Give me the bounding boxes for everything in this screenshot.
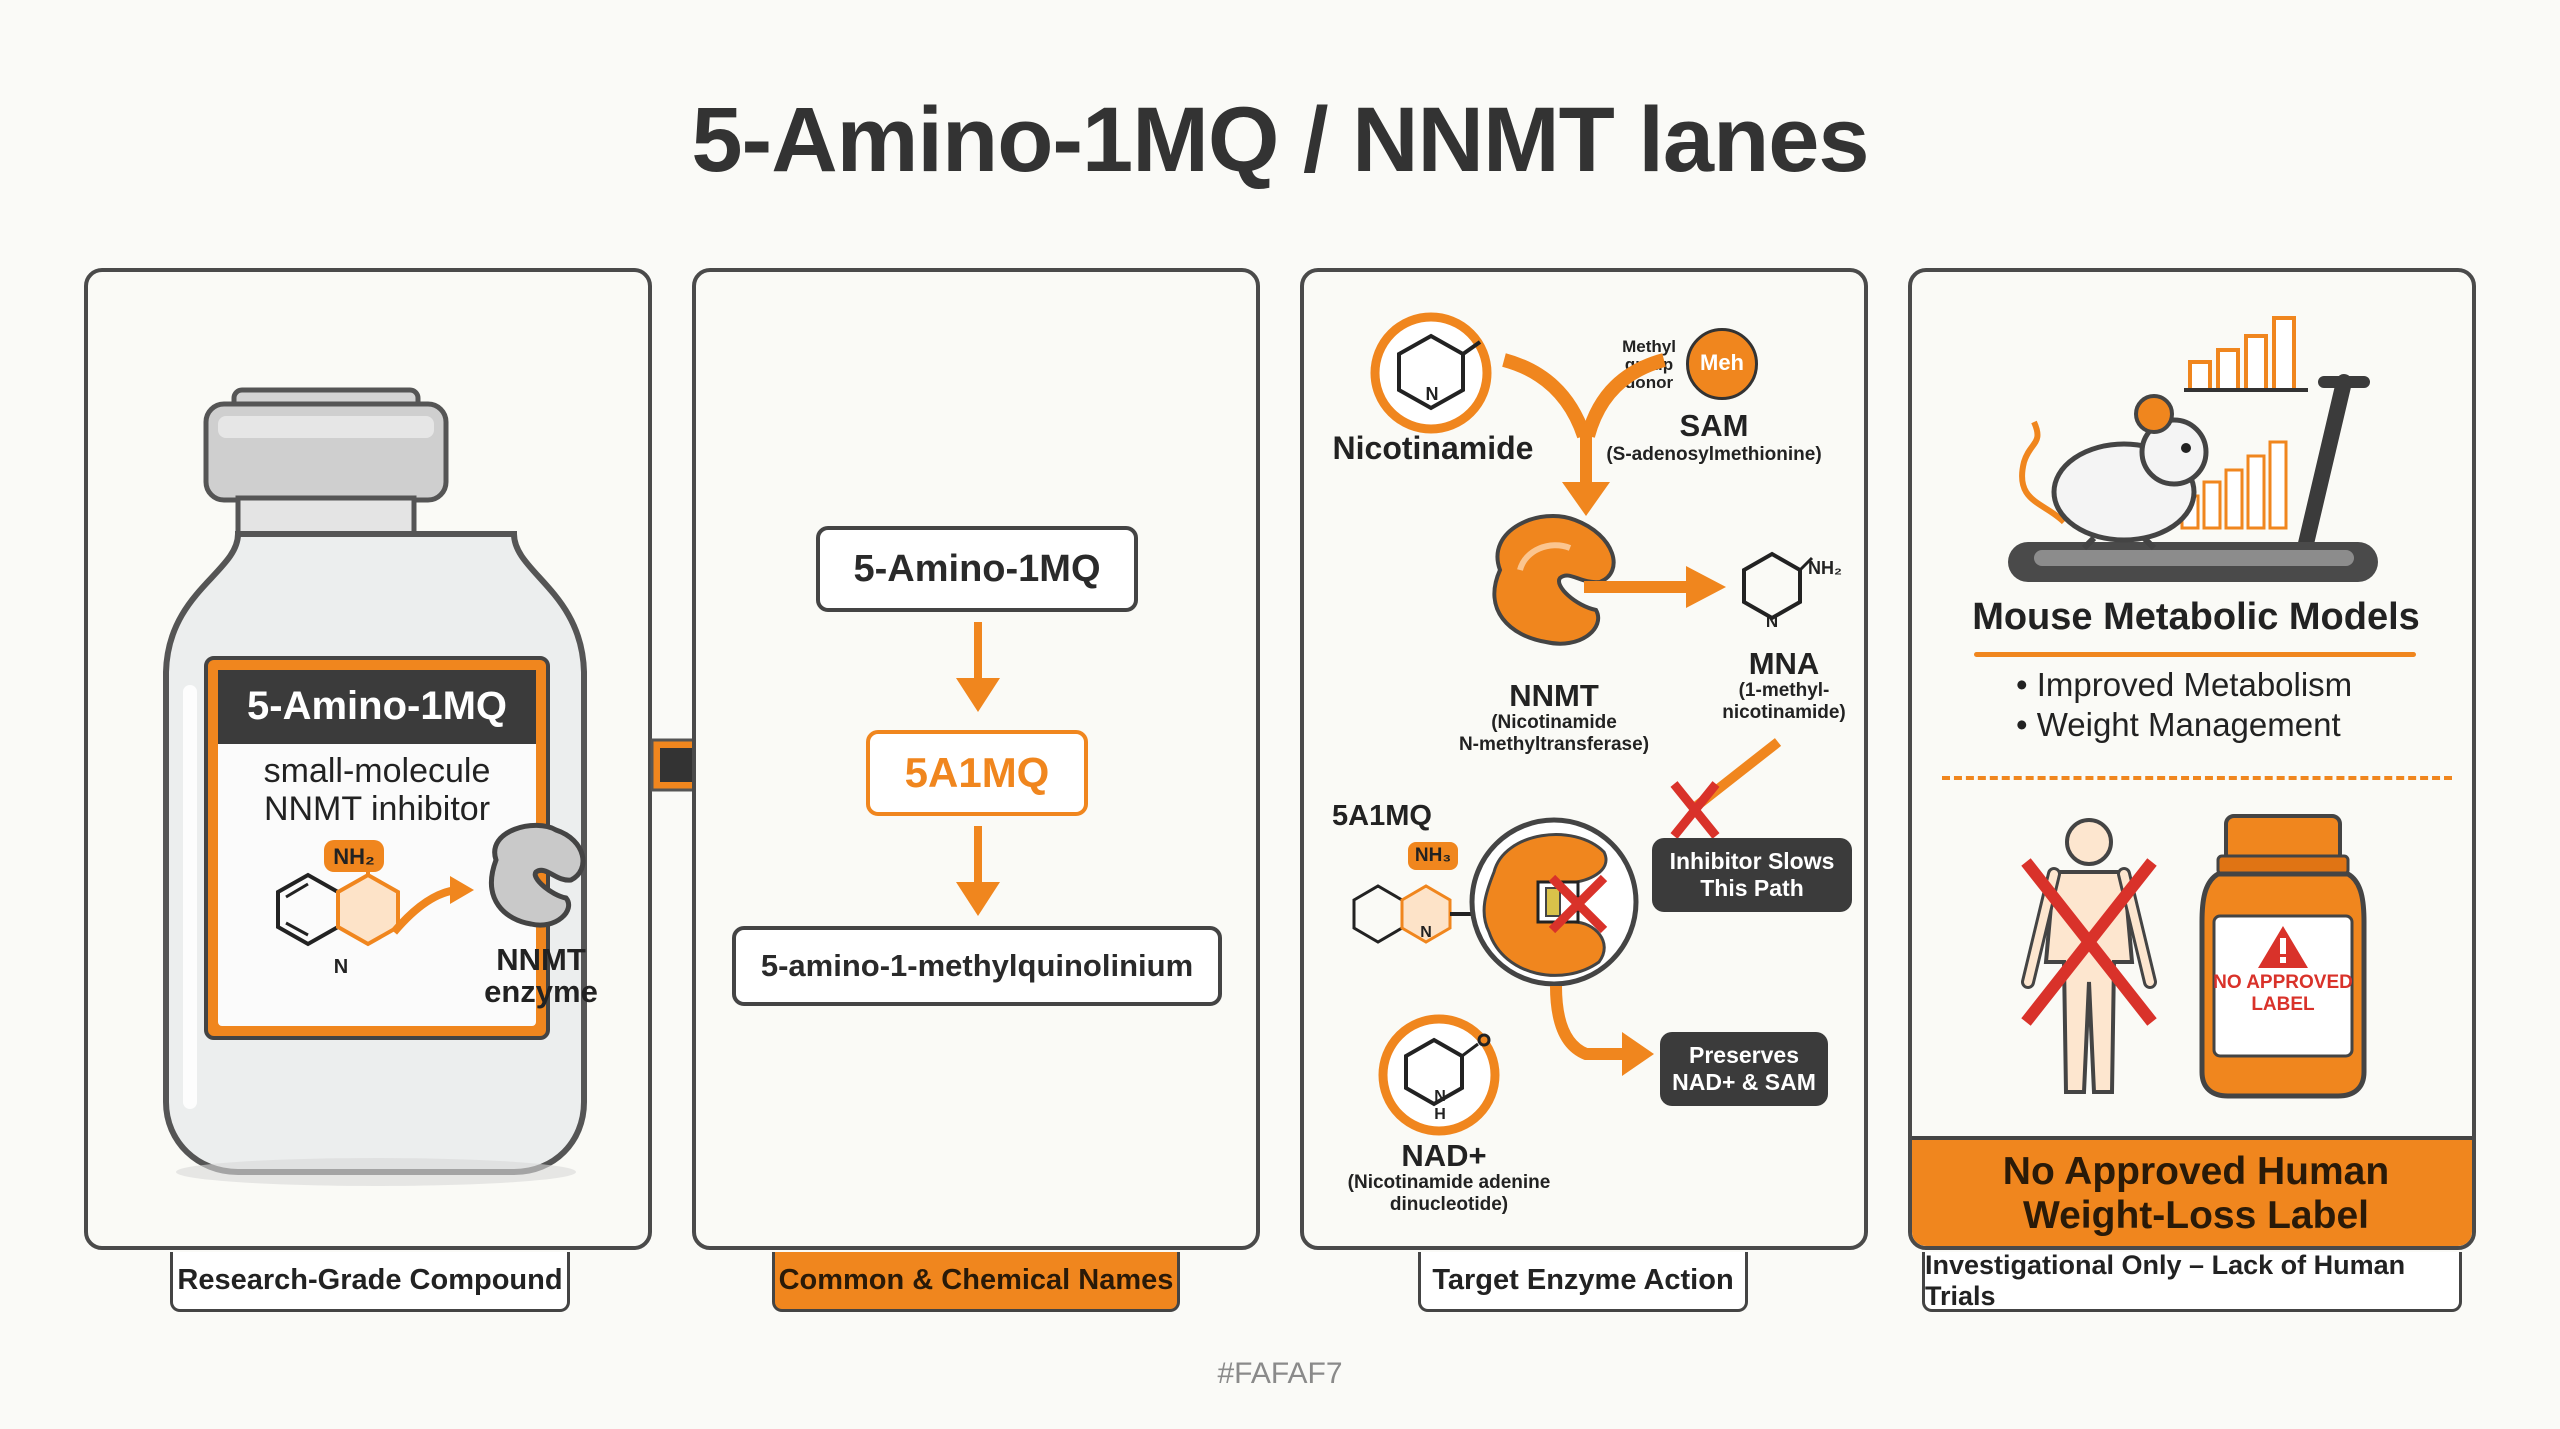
inhibitor-tag-line2: This Path [1700,875,1804,901]
inhibitor-ring-n: N [1420,924,1432,941]
inhibitor-label: 5A1MQ [1332,800,1432,832]
nad-full-line2: dinucleotide) [1389,1194,1509,1215]
nad-label: NAD+ [1401,1138,1487,1173]
bottle-label-line1: NO APPROVED [2213,972,2353,993]
sam-full-label: (S-adenosylmethionine) [1606,444,1822,465]
bottle-label-line2: LABEL [2251,994,2315,1015]
nicotinamide-ring-n: N [1425,384,1439,404]
nh3-badge [1408,842,1458,870]
bar-chart-icon [2184,316,2308,392]
blocked-arrow-icon [1670,738,1782,839]
arrow-right-icon [390,876,474,935]
caption-target-enzyme: Target Enzyme Action [1418,1252,1748,1312]
preserves-line2: NAD+ & SAM [1672,1069,1816,1095]
down-arrow-icon [956,622,1000,712]
caption-research-grade: Research-Grade Compound [170,1252,570,1312]
caption-common-names: Common & Chemical Names [772,1252,1180,1312]
inhibitor-tag-line1: Inhibitor Slows [1669,848,1835,874]
panel-investigational: Mouse Metabolic Models • Improved Metabo… [1908,268,2476,1250]
panel-enzyme-action: N Nicotinamide Methyl group donor Meh SA… [1300,268,1868,1250]
name-bottom-box: 5-amino-1-methylquinolinium [732,926,1222,1006]
mouse-treadmill-icon [2008,374,2378,582]
nad-ring-h: H [1434,1106,1446,1123]
dashed-divider [1942,776,2452,780]
banner-line2: Weight-Loss Label [2023,1194,2369,1237]
banner-line1: No Approved Human [2002,1150,2390,1193]
down-arrow-icon [956,826,1000,916]
page-title: 5-Amino-1MQ / NNMT lanes [691,89,1869,191]
mna-ring-n: N [1765,612,1779,631]
nh3-label: NH₃ [1414,845,1452,866]
enzyme-label-line2: enzyme [484,974,598,1009]
mna-nh2: NH₂ [1808,558,1842,578]
vial-label-title: 5-Amino-1MQ [247,684,507,728]
footer-hex-label: #FAFAF7 [1217,1357,1343,1390]
mna-label: MNA [1748,646,1820,681]
nnmt-full-line1: (Nicotinamide [1491,712,1617,733]
nad-molecule-icon [1378,1014,1500,1136]
mna-molecule-icon [1742,551,1814,621]
panel-research-compound: 5-Amino-1MQ small-molecule NNMT inhibito… [84,268,652,1250]
name-top-box: 5-Amino-1MQ [816,526,1138,612]
nad-ring-n: N [1434,1088,1446,1105]
sam-label: SAM [1679,408,1749,443]
nnmt-enzyme-icon [1492,514,1616,646]
enzyme-icon [489,822,586,928]
preserves-line1: Preserves [1689,1042,1799,1068]
bullet-weight-management: • Weight Management [2016,706,2341,743]
vial-label-line2: NNMT inhibitor [263,790,491,828]
nad-full-line1: (Nicotinamide adenine [1347,1172,1551,1193]
ring-n-label: N [333,956,349,978]
quinoline-molecule-icon [276,855,400,947]
nicotinamide-label: Nicotinamide [1332,430,1534,466]
enzyme-label-line1: NNMT [496,942,586,977]
donor-line1: Methyl [1622,337,1676,356]
preserves-tag: Preserves NAD+ & SAM [1660,1032,1828,1106]
nnmt-label: NNMT [1509,678,1599,713]
nicotinamide-molecule-icon [1370,312,1492,434]
mouse-models-title: Mouse Metabolic Models [1972,596,2420,638]
inhibitor-tag: Inhibitor Slows This Path [1652,838,1852,912]
enzyme-binding-icon [1469,817,1639,987]
human-body-icon [2021,818,2157,1094]
mna-full-line2: nicotinamide) [1722,702,1846,723]
panel-names: 5-Amino-1MQ 5A1MQ 5-amino-1-methylquinol… [692,268,1260,1250]
meh-circle [1686,328,1758,400]
caption-investigational: Investigational Only – Lack of Human Tri… [1922,1250,2462,1312]
no-approved-banner [1912,1136,2472,1246]
nnmt-full-line2: N-methyltransferase) [1458,734,1650,755]
bent-arrow-icon [1550,985,1654,1076]
merge-arrow-icon [1502,353,1666,516]
meh-label: Meh [1700,350,1744,375]
prescription-bottle-icon [2199,814,2367,1099]
nh2-badge [324,840,384,872]
arrow-right-icon [1584,566,1726,608]
mouse-title-underline [1974,652,2416,657]
name-mid-box: 5A1MQ [866,730,1088,816]
bullet-improved-metabolism: • Improved Metabolism [2016,666,2353,703]
mna-full-line1: (1-methyl- [1738,680,1830,701]
vial-label-line1: small-molecule [263,752,491,790]
nh2-label: NH₂ [333,844,375,869]
